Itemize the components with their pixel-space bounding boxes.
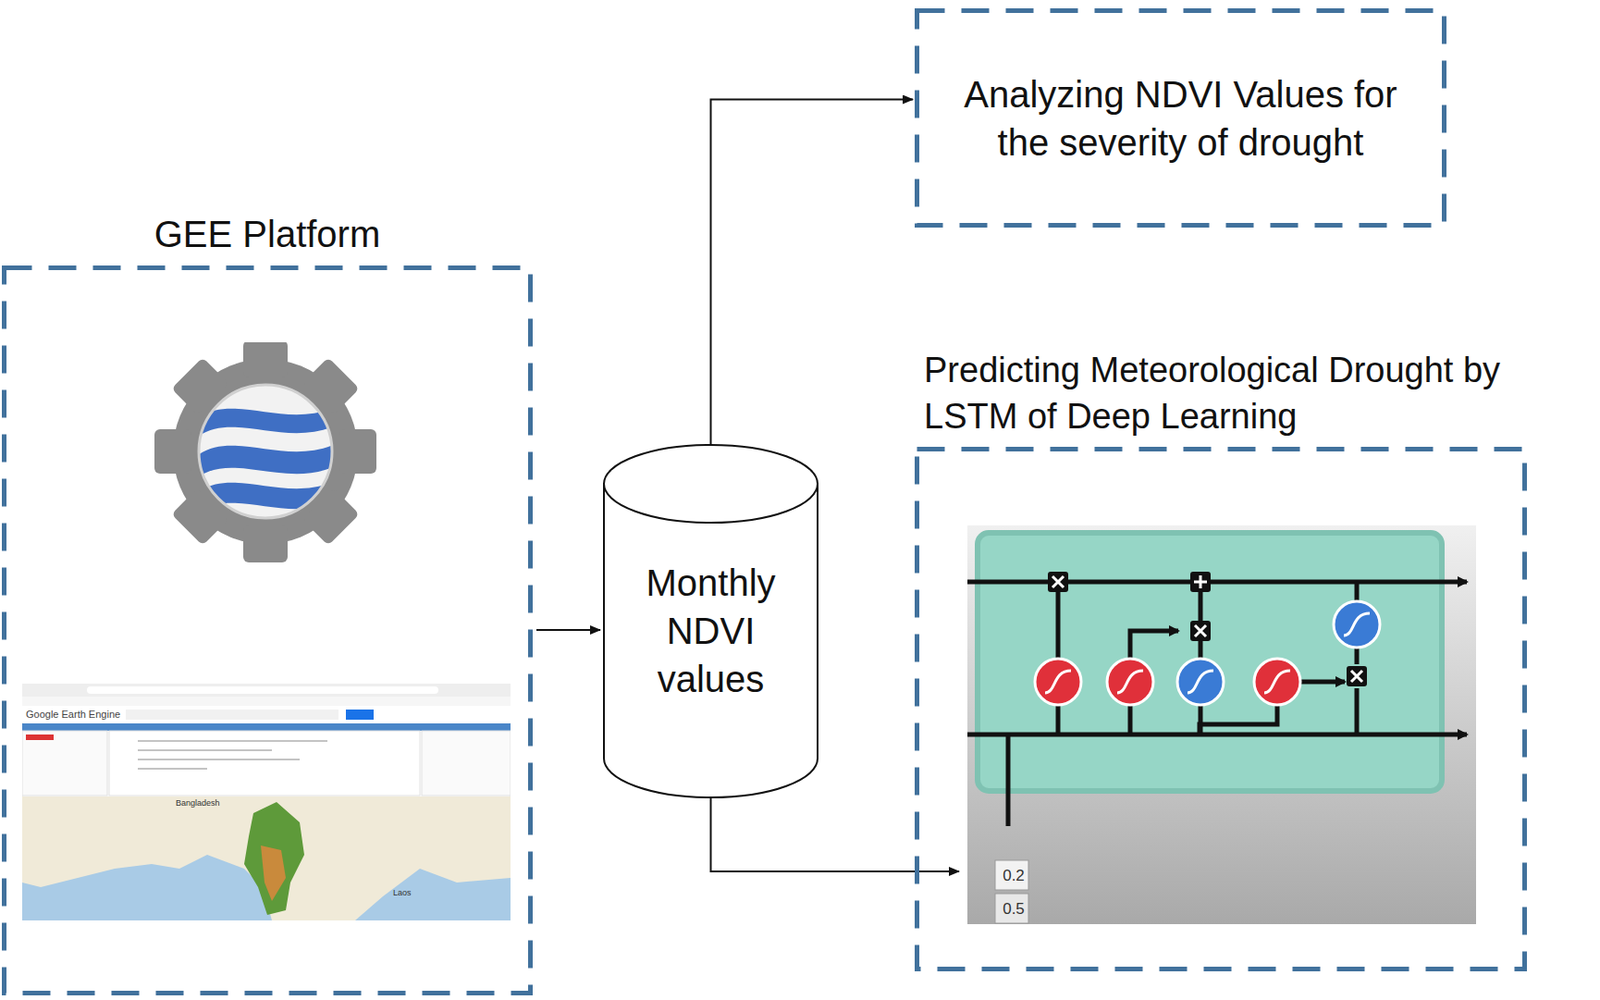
node-box: Predicting Meteorological Drought by LST… <box>914 446 1527 972</box>
dashed-outline <box>1 265 533 996</box>
screenshot-label: Bangladesh <box>175 798 221 808</box>
gee-logo <box>147 342 389 565</box>
node-heading: Predicting Meteorological Drought by LST… <box>923 347 1595 440</box>
input-value: 0.5 <box>996 896 1031 923</box>
cylinder-side <box>603 482 818 798</box>
screenshot-label: Laos <box>393 887 412 898</box>
arrow-connector <box>711 99 914 445</box>
dashed-outline <box>914 446 1527 972</box>
input-value: 0.2 <box>996 862 1031 889</box>
dashed-border <box>917 449 1526 970</box>
node-text: Monthly NDVI values <box>618 558 804 703</box>
node-heading: GEE Platform <box>8 209 527 259</box>
node-box: Analyzing NDVI Values for the severity o… <box>914 8 1447 228</box>
lstm-cell-illustration <box>967 525 1477 924</box>
node-box: Monthly NDVI values <box>602 443 820 798</box>
dashed-border <box>4 268 531 994</box>
screenshot-label: Google Earth Engine <box>25 708 121 720</box>
dashed-outline <box>914 8 1447 228</box>
arrow-connector <box>536 628 601 631</box>
node-text: Analyzing NDVI Values for the severity o… <box>959 70 1404 167</box>
dashed-border <box>917 11 1445 226</box>
node-box: GEE Platform <box>1 265 533 996</box>
arrow-connector <box>711 797 960 872</box>
cylinder-top <box>603 444 818 523</box>
